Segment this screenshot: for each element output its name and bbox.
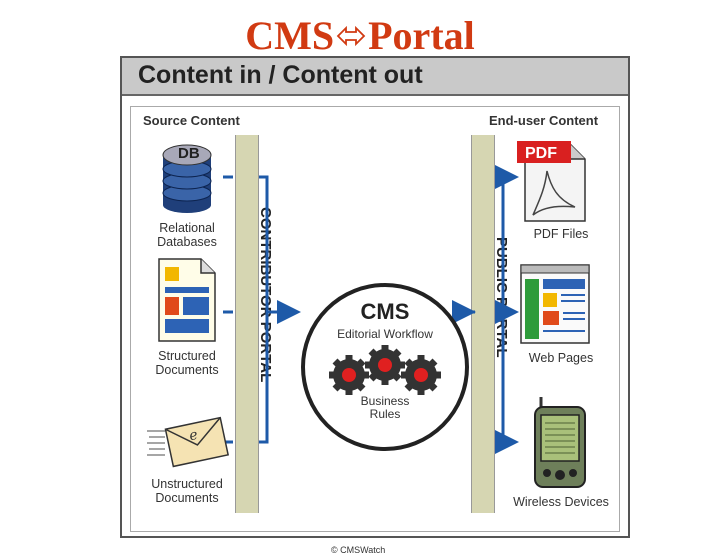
structured-document-icon — [158, 258, 216, 342]
arrow-contributor-to-cms — [259, 175, 295, 444]
web-pages-caption: Web Pages — [528, 351, 594, 365]
diagram-header-text: Content in / Content out — [138, 61, 423, 89]
svg-text:e: e — [188, 427, 199, 444]
diagram-body: Source Content End-user Content CONTRIBU… — [130, 106, 620, 555]
web-page-icon — [520, 264, 590, 344]
diagram-header: Content in / Content out — [122, 58, 628, 96]
wireless-devices-caption: Wireless Devices — [513, 495, 609, 509]
database-icon — [162, 144, 212, 213]
flow-arrows — [223, 165, 519, 454]
pda-device-icon — [534, 397, 586, 488]
contributor-portal-bar — [235, 135, 259, 513]
email-envelope-icon: e — [147, 416, 230, 468]
cms-subtitle: Editorial Workflow — [337, 327, 433, 341]
pdf-file-icon: PDF — [517, 141, 586, 222]
cms-title: CMS — [360, 299, 410, 324]
slide-title: CMS Portal — [0, 8, 720, 58]
cms-engine: CMS Editorial Workflow — [301, 283, 469, 451]
source-content-label: Source Content — [143, 113, 240, 128]
public-portal-bar — [471, 135, 495, 513]
title-right: Portal — [368, 12, 475, 58]
gears-icon — [329, 345, 441, 395]
db-label: DB — [178, 145, 200, 162]
double-arrow-icon — [336, 25, 366, 46]
content-diagram: Content in / Content out Source Content … — [120, 56, 630, 555]
pdf-files-caption: PDF Files — [533, 227, 589, 241]
copyright-text: © CMSWatch — [331, 545, 386, 555]
arrow-public-to-outputs — [495, 175, 505, 444]
end-user-content-label: End-user Content — [489, 113, 599, 128]
pdf-badge-text: PDF — [525, 145, 557, 162]
title-left: CMS — [245, 12, 335, 58]
